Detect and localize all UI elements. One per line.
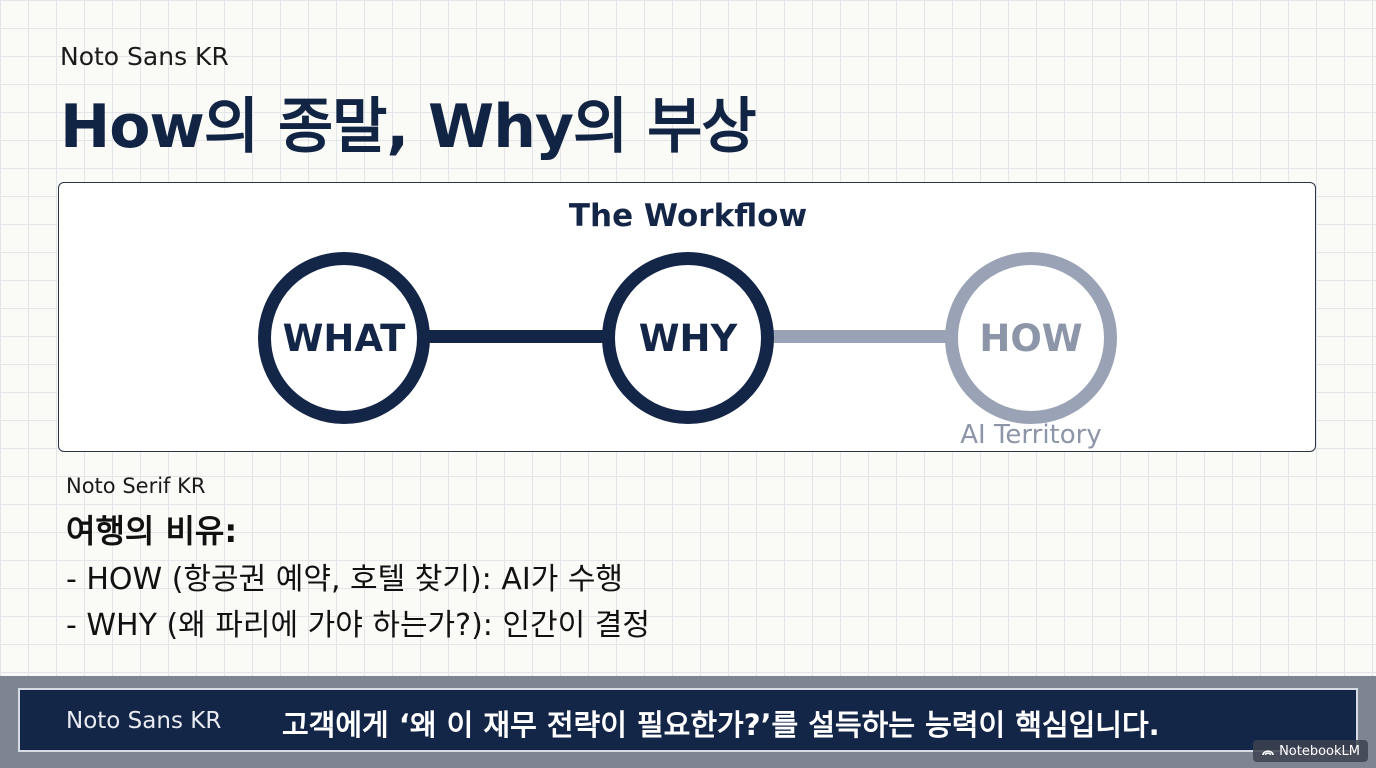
node-how-label: HOW — [979, 316, 1083, 360]
connector-what-why — [428, 330, 608, 343]
page-title: How의 종말, Why의 부상 — [60, 92, 757, 162]
watermark-label: NotebookLM — [1279, 743, 1360, 759]
banner — [18, 688, 1358, 752]
node-what: WHAT — [258, 252, 430, 424]
metaphor-title: 여행의 비유: — [66, 512, 238, 550]
banner-font-label: Noto Sans KR — [66, 708, 222, 734]
connector-why-how — [772, 330, 950, 343]
ai-territory-caption: AI Territory — [960, 420, 1102, 450]
node-why: WHY — [602, 252, 774, 424]
font-label-top: Noto Sans KR — [60, 42, 229, 71]
node-why-label: WHY — [638, 316, 738, 360]
banner-text: 고객에게 ‘왜 이 재무 전략이 필요한가?’를 설득하는 능력이 핵심입니다. — [282, 708, 1160, 742]
notebooklm-icon — [1262, 750, 1274, 756]
notebooklm-watermark[interactable]: NotebookLM — [1253, 740, 1368, 762]
workflow-title: The Workflow — [568, 198, 808, 234]
metaphor-line-why: - WHY (왜 파리에 가야 하는가?): 인간이 결정 — [66, 608, 650, 643]
node-how: HOW — [945, 252, 1117, 424]
node-what-label: WHAT — [282, 316, 406, 360]
metaphor-line-how: - HOW (항공권 예약, 호텔 찾기): AI가 수행 — [66, 562, 624, 597]
font-label-mid: Noto Serif KR — [66, 474, 206, 498]
